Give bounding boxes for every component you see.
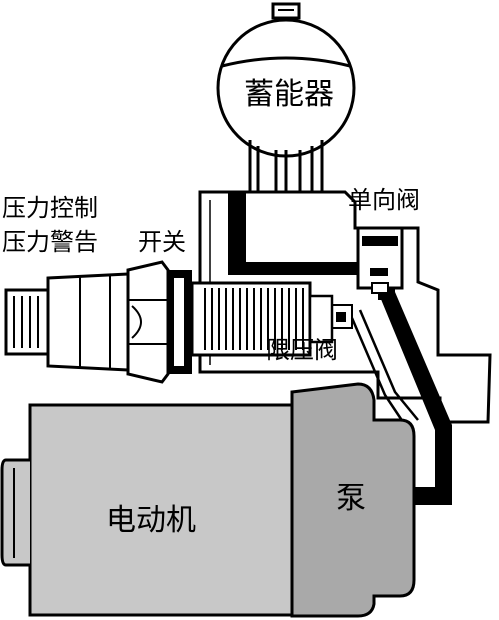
switch-flange — [168, 270, 192, 374]
electric-motor — [0, 403, 294, 617]
check-valve-label: 单向阀 — [348, 186, 420, 214]
pump-label: 泵 — [336, 481, 366, 516]
accumulator-label: 蓄能器 — [244, 77, 334, 112]
switch-label: 开关 — [138, 228, 186, 256]
pressure-warning-label: 压力警告 — [2, 228, 98, 256]
pressure-control-label: 压力控制 — [2, 194, 98, 222]
pump — [290, 382, 416, 618]
motor-label: 电动机 — [106, 503, 196, 538]
switch-threaded-body — [190, 281, 334, 357]
accumulator-cap — [271, 2, 301, 20]
relief-valve-passages — [329, 304, 419, 426]
check-valve-body — [356, 226, 404, 294]
relief-valve-label: 限压阀 — [266, 336, 338, 364]
switch-body — [46, 272, 130, 372]
accumulator-neck — [248, 140, 324, 225]
switch-hex-nut — [126, 260, 170, 384]
switch-connector — [4, 288, 50, 356]
